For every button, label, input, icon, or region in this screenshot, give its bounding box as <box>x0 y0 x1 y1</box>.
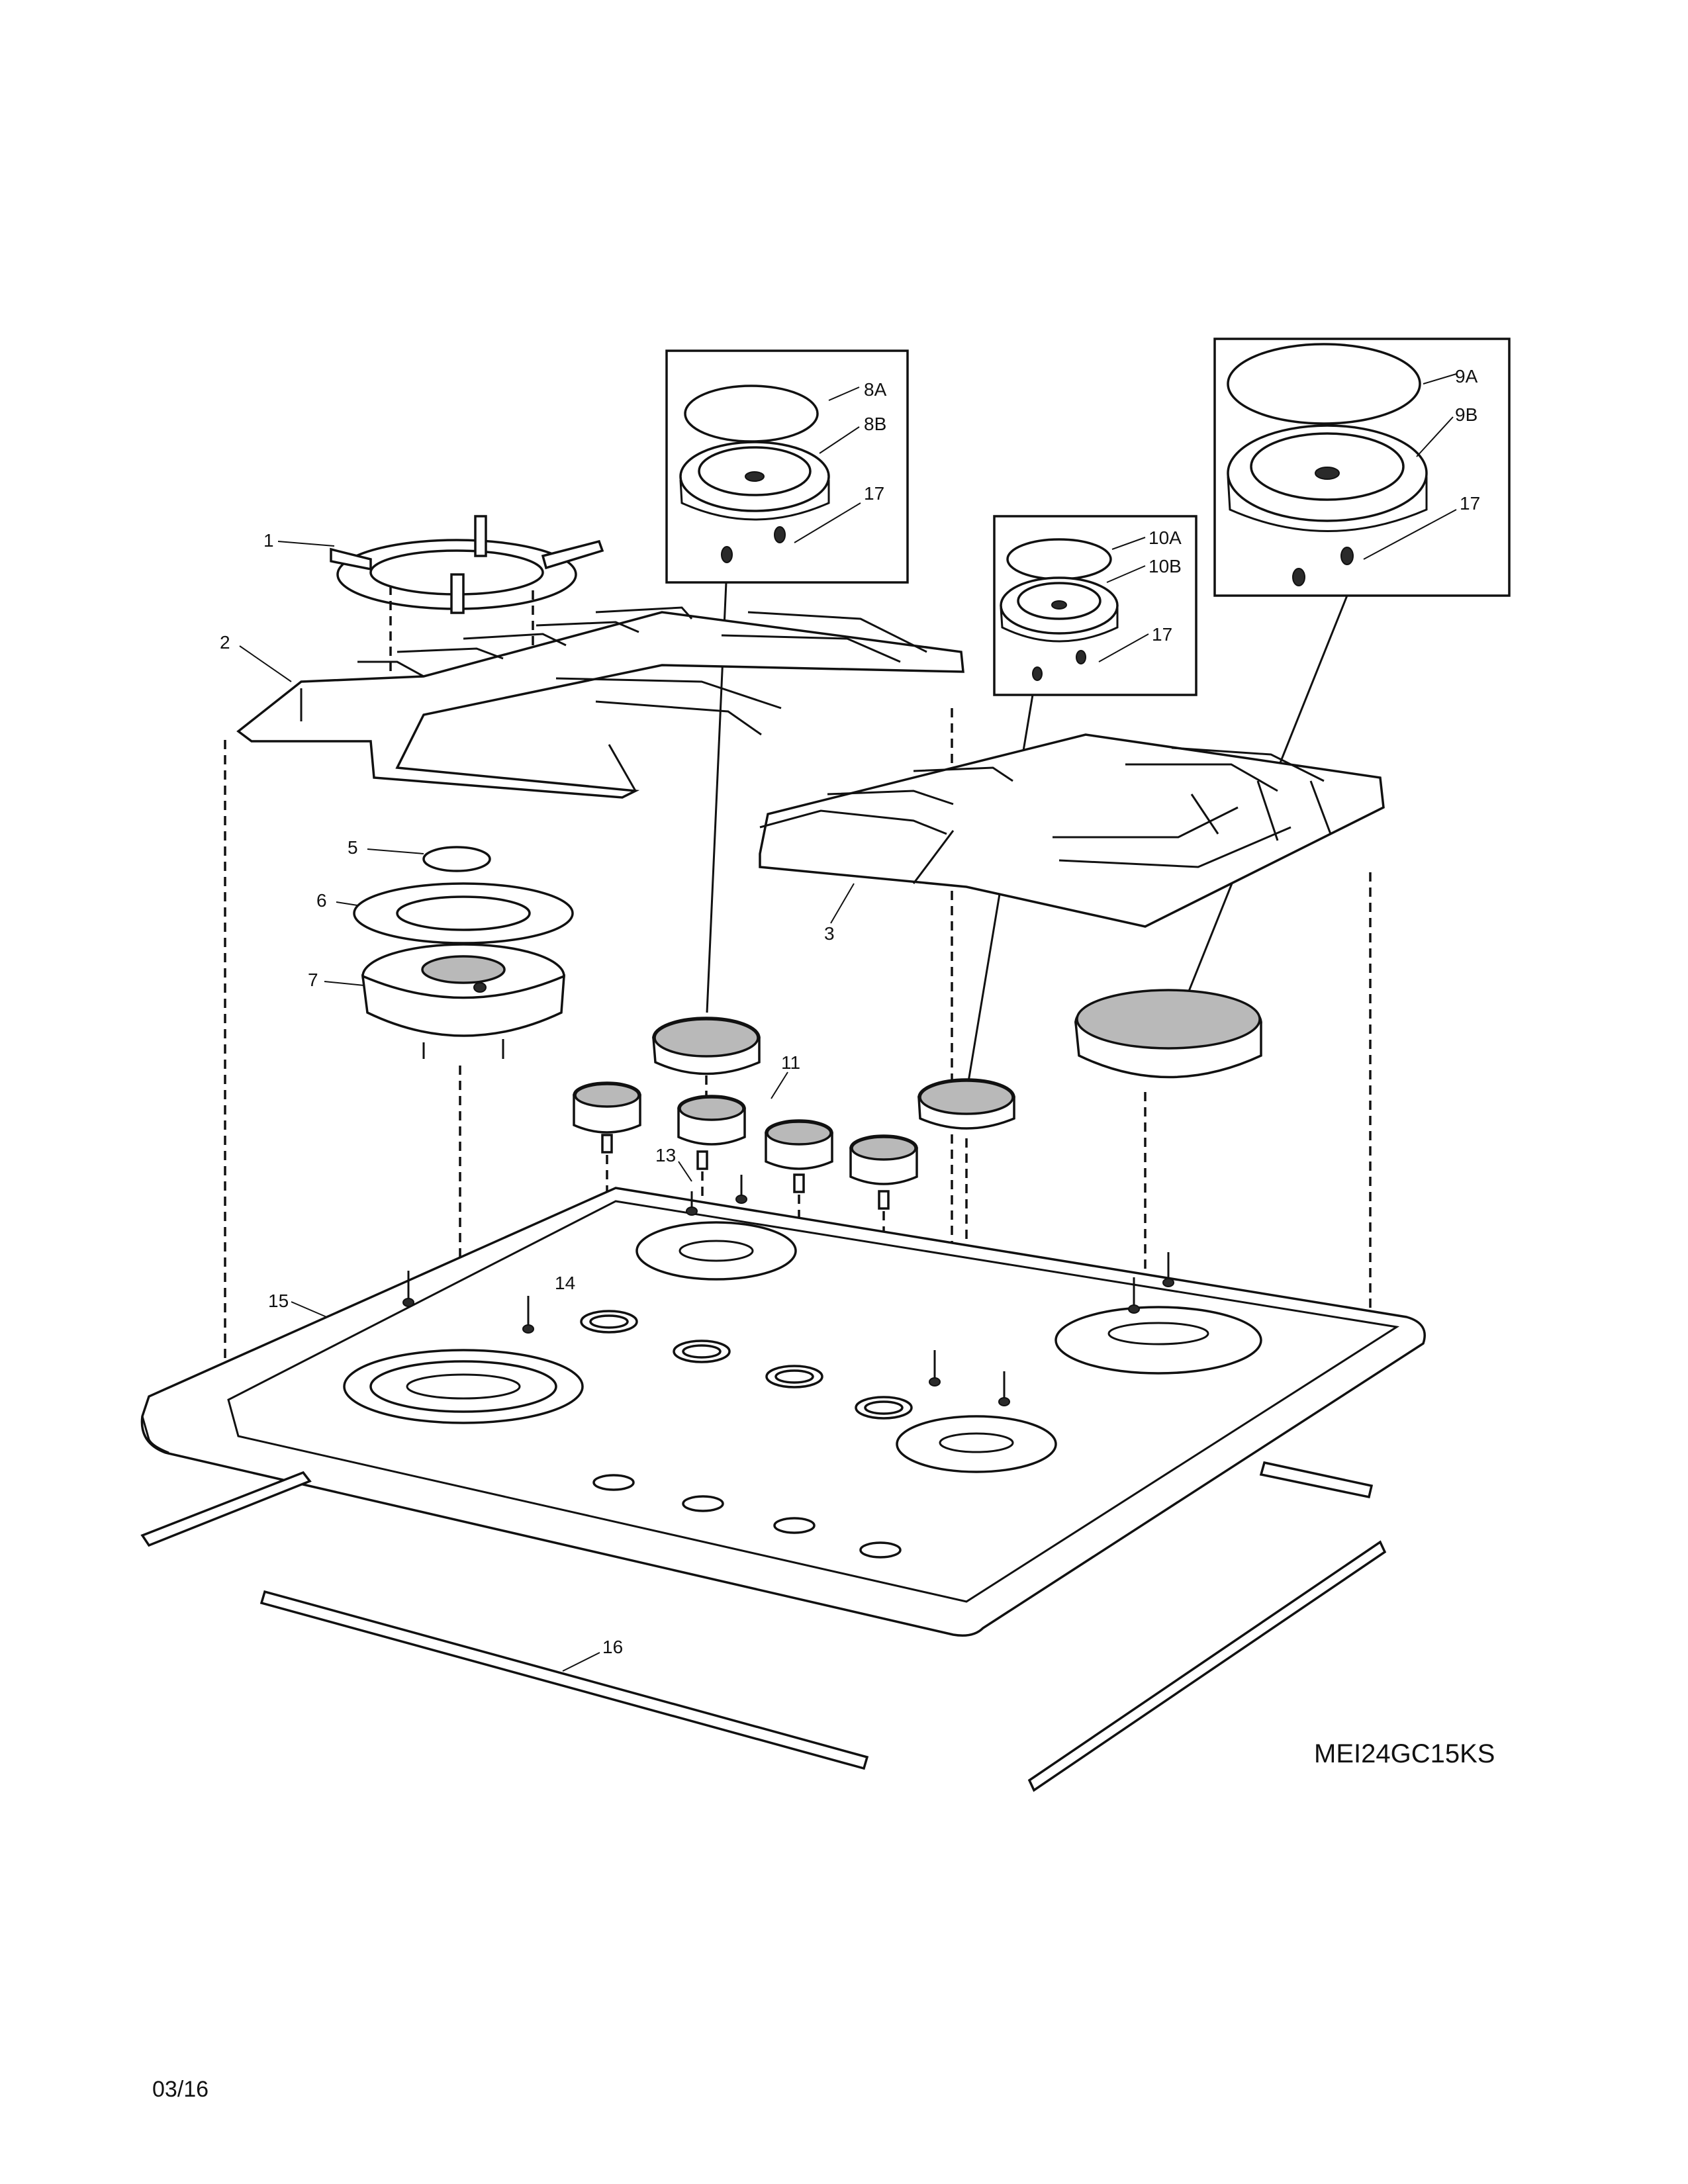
callout-17-box10: 17 <box>1152 624 1172 645</box>
right-grate <box>759 733 1385 1330</box>
revision-date: 03/16 <box>152 2077 209 2102</box>
callout-1: 1 <box>263 530 274 551</box>
callout-7: 7 <box>308 970 318 990</box>
callout-9A: 9A <box>1455 366 1478 387</box>
callout-14: 14 <box>555 1273 575 1293</box>
detail-box-burner-10: 10A 10B 17 <box>993 515 1197 696</box>
burner-caps <box>652 989 1262 1423</box>
callout-2: 2 <box>220 632 230 653</box>
model-number: MEI24GC15KS <box>1314 1739 1495 1768</box>
callout-5: 5 <box>348 837 358 858</box>
callout-15: 15 <box>268 1291 289 1311</box>
callout-3: 3 <box>824 923 835 944</box>
detail-box-burner-9: 9A 9B 17 <box>1213 338 1511 597</box>
knob-bezels <box>580 1310 913 1420</box>
callout-8B: 8B <box>864 414 886 434</box>
mounting-screws <box>402 1175 1174 1406</box>
callout-6: 6 <box>316 890 327 911</box>
left-grate <box>224 606 964 1390</box>
detail-box-burner-8: 8A 8B 17 <box>665 349 909 584</box>
callout-9B: 9B <box>1455 404 1477 425</box>
callout-11: 11 <box>781 1052 800 1073</box>
cooktop-surface <box>140 1187 1426 1637</box>
gasket-strips <box>140 1461 1387 1792</box>
callout-16: 16 <box>602 1637 623 1657</box>
callout-17-box9: 17 <box>1460 493 1480 514</box>
callout-13: 13 <box>655 1145 676 1165</box>
left-large-burner-assembly <box>353 846 574 1357</box>
callout-10B: 10B <box>1149 556 1182 576</box>
callout-10A: 10A <box>1149 527 1182 548</box>
callout-8A: 8A <box>864 379 887 400</box>
callout-17-box8: 17 <box>864 483 884 504</box>
wok-ring-grate <box>330 515 604 695</box>
